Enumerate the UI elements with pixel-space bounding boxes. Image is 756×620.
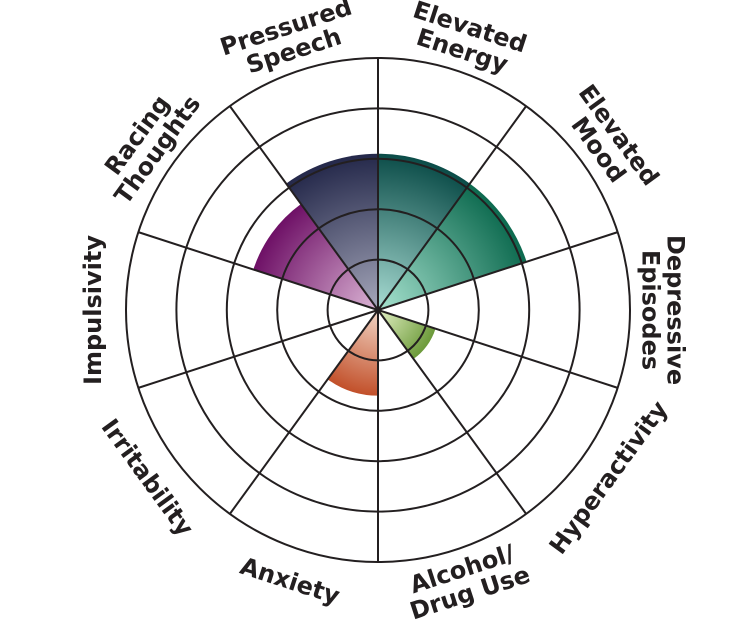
category-label-elevated-energy: ElevatedEnergy	[402, 0, 530, 82]
grid-spoke-8	[138, 309, 379, 389]
category-label-impulsivity: Impulsivity	[79, 235, 107, 385]
sector-elevated-mood	[378, 183, 527, 310]
grid-spoke-3	[377, 231, 618, 311]
category-label-alcohol-drug-use: Alcohol/Drug Use	[399, 537, 534, 620]
category-label-elevated-mood: ElevatedMood	[553, 79, 665, 205]
category-label-hyperactivity: Hyperactivity	[544, 395, 674, 559]
sectors-layer	[253, 153, 527, 396]
grid-spoke-2	[377, 105, 527, 311]
sector-racing-thoughts	[253, 203, 378, 310]
sector-pressured-speech	[286, 153, 378, 310]
category-label-irritability: Irritability	[96, 414, 200, 542]
labels-layer: ElevatedEnergyElevatedMoodDepressiveEpis…	[79, 0, 690, 620]
category-label-anxiety: Anxiety	[237, 552, 344, 610]
grid-spoke-9	[138, 231, 379, 311]
sector-hyperactivity	[378, 310, 436, 359]
grid-spoke-7	[229, 309, 379, 515]
grid-spoke-4	[377, 309, 618, 389]
grid-spoke-10	[229, 105, 379, 311]
grid-spoke-5	[377, 309, 527, 515]
category-label-pressured-speech: PressuredSpeech	[217, 0, 363, 85]
sector-elevated-energy	[378, 153, 470, 310]
category-label-depressive-episodes: DepressiveEpisodes	[637, 235, 690, 385]
grid-layer	[125, 57, 631, 563]
